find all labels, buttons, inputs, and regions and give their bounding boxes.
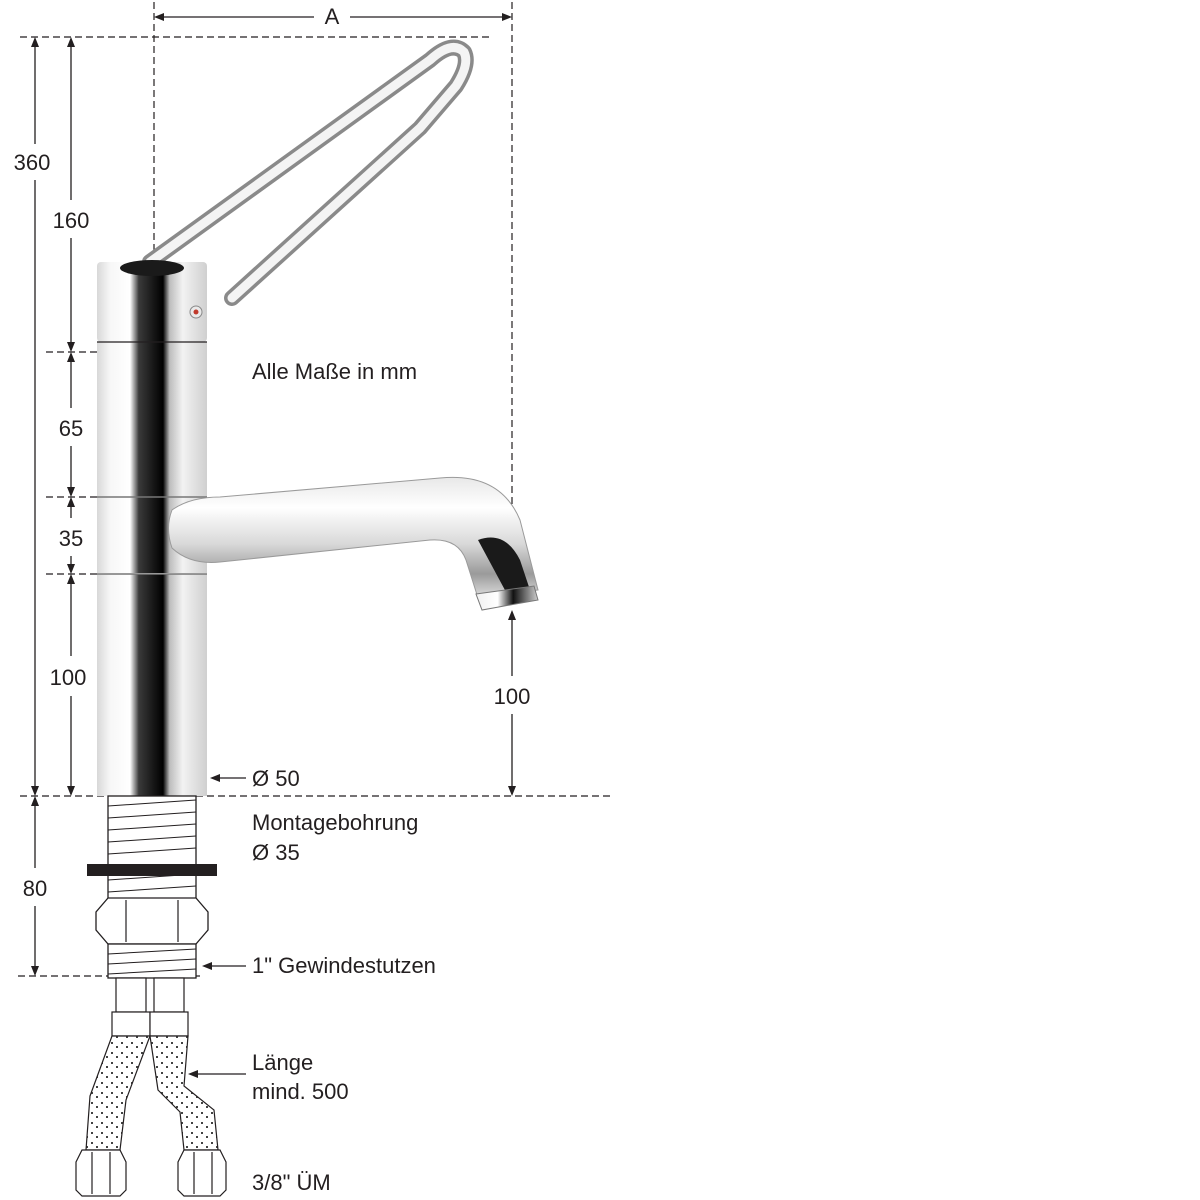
dim-360-label: 360: [14, 150, 51, 175]
mounting-hole-title: Montagebohrung: [252, 810, 418, 835]
handle-head: [97, 262, 207, 342]
mounting-nut: [95, 897, 209, 945]
lower-body: [97, 574, 207, 796]
connection-nut-right: [177, 1149, 227, 1197]
mounting-hole-value: Ø 35: [252, 840, 300, 865]
labels: A 360 160 65 35 100 100 80 Ø 50 Alle Maß…: [14, 4, 531, 1195]
base-diameter-label: Ø 50: [252, 766, 300, 791]
hose-length-value: mind. 500: [252, 1079, 349, 1104]
dim-100-left-label: 100: [50, 665, 87, 690]
connection-nut-left: [75, 1149, 127, 1197]
dim-160-label: 160: [53, 208, 90, 233]
dim-65-label: 65: [59, 416, 83, 441]
thread-label: 1" Gewindestutzen: [252, 953, 436, 978]
mounting-assembly: [75, 795, 227, 1197]
dimension-lines: [31, 13, 516, 976]
upper-body: [97, 342, 207, 497]
dim-35-label: 35: [59, 526, 83, 551]
hose-length-label: Länge: [252, 1050, 313, 1075]
hose-right: [149, 1035, 219, 1151]
dim-a-label: A: [325, 4, 340, 29]
units-note: Alle Maße in mm: [252, 359, 417, 384]
hose-left: [85, 1035, 151, 1151]
dim-80-label: 80: [23, 876, 47, 901]
connection-label: 3/8" ÜM: [252, 1170, 331, 1195]
dim-100-right-label: 100: [494, 684, 531, 709]
faucet: [97, 39, 539, 796]
callout-arrows: [188, 774, 246, 1078]
spout: [168, 476, 539, 599]
aerator: [475, 585, 539, 611]
lever-handle: [142, 39, 474, 306]
threaded-shank: [107, 795, 197, 901]
washer: [87, 864, 217, 876]
